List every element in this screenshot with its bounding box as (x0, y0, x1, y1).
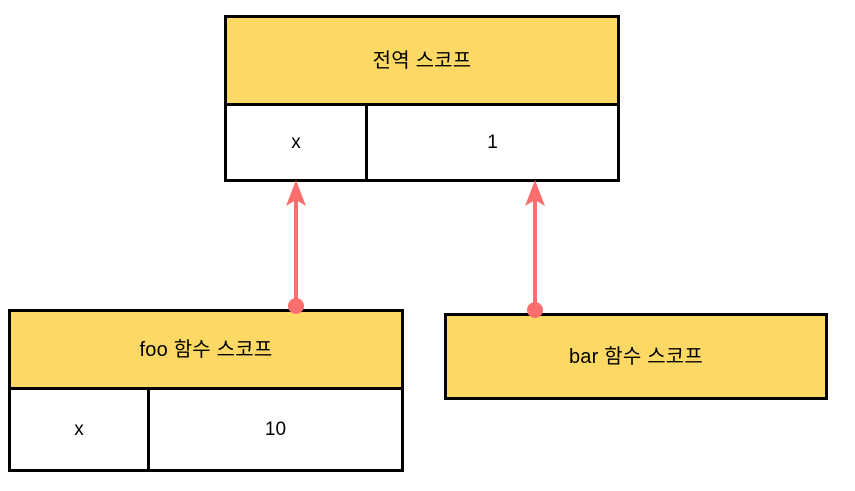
scope-box-foo[interactable]: foo 함수 스코프 x 10 (8, 309, 404, 472)
variable-name-cell: x (227, 106, 368, 179)
variable-name-cell: x (11, 390, 150, 469)
scope-box-global[interactable]: 전역 스코프 x 1 (224, 15, 620, 182)
arrowhead-up-icon (525, 180, 545, 206)
scope-header-foo: foo 함수 스코프 (11, 312, 401, 390)
scope-box-bar[interactable]: bar 함수 스코프 (444, 313, 828, 400)
variable-value-cell: 10 (264, 419, 287, 440)
variable-value-cell: 1 (487, 132, 498, 153)
connector-dot-icon (288, 298, 304, 314)
connector-dot-icon (527, 302, 543, 318)
table-row: x 1 (227, 106, 617, 179)
connector-foo-to-global (286, 180, 306, 314)
table-row: x 10 (11, 390, 401, 469)
scope-header-global: 전역 스코프 (227, 18, 617, 106)
arrowhead-up-icon (286, 180, 306, 206)
connector-bar-to-global (525, 180, 545, 318)
scope-header-bar: bar 함수 스코프 (447, 316, 825, 397)
